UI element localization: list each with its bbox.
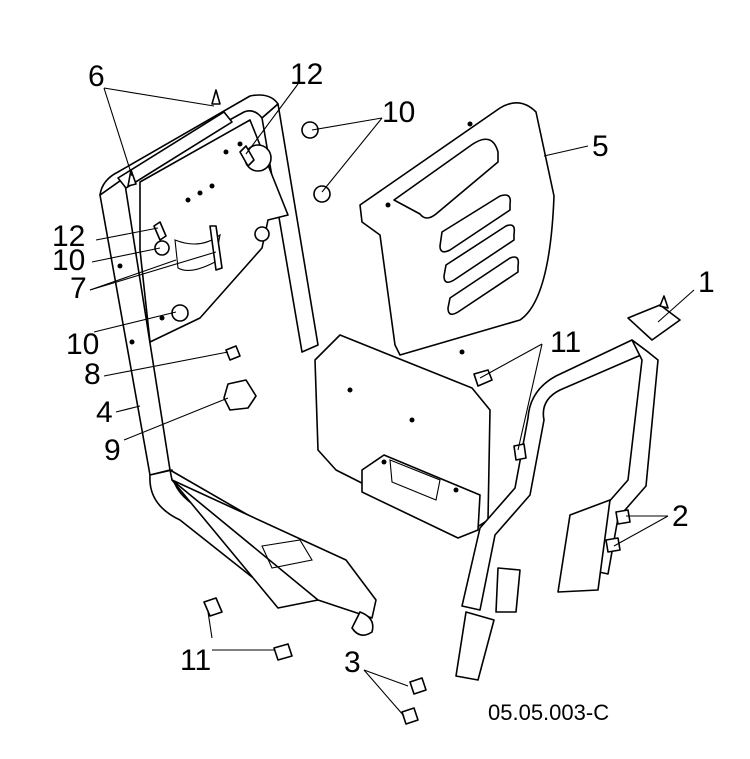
callout-10-lower: 10 [66, 328, 99, 361]
callout-2: 2 [672, 500, 689, 533]
callout-10-top: 10 [382, 96, 415, 129]
callout-3: 3 [344, 646, 361, 679]
callout-11-bottom: 11 [180, 644, 211, 677]
callout-10-left: 10 [52, 244, 85, 277]
callout-5: 5 [592, 130, 609, 163]
callout-4: 4 [96, 396, 113, 429]
lower-back-plate [314, 334, 491, 539]
callout-12-top: 12 [290, 58, 323, 91]
leader-lines [89, 83, 695, 717]
callout-12-left: 12 [52, 220, 85, 253]
callout-labels: 1 2 3 4 5 6 7 8 9 10 10 10 11 11 12 12 0… [52, 58, 715, 725]
callout-8: 8 [84, 358, 101, 391]
callout-1: 1 [698, 266, 715, 299]
vented-shield-panel [359, 102, 555, 356]
callout-6: 6 [88, 60, 105, 93]
callout-11-right: 11 [550, 326, 581, 359]
main-tube-frame [99, 89, 319, 578]
frame-foot-plate [169, 469, 377, 636]
callout-7: 7 [70, 272, 87, 305]
handle-tube [455, 295, 681, 681]
hardware [153, 121, 631, 725]
figure-reference-code: 05.05.003-C [488, 700, 609, 725]
callout-9: 9 [104, 434, 121, 467]
